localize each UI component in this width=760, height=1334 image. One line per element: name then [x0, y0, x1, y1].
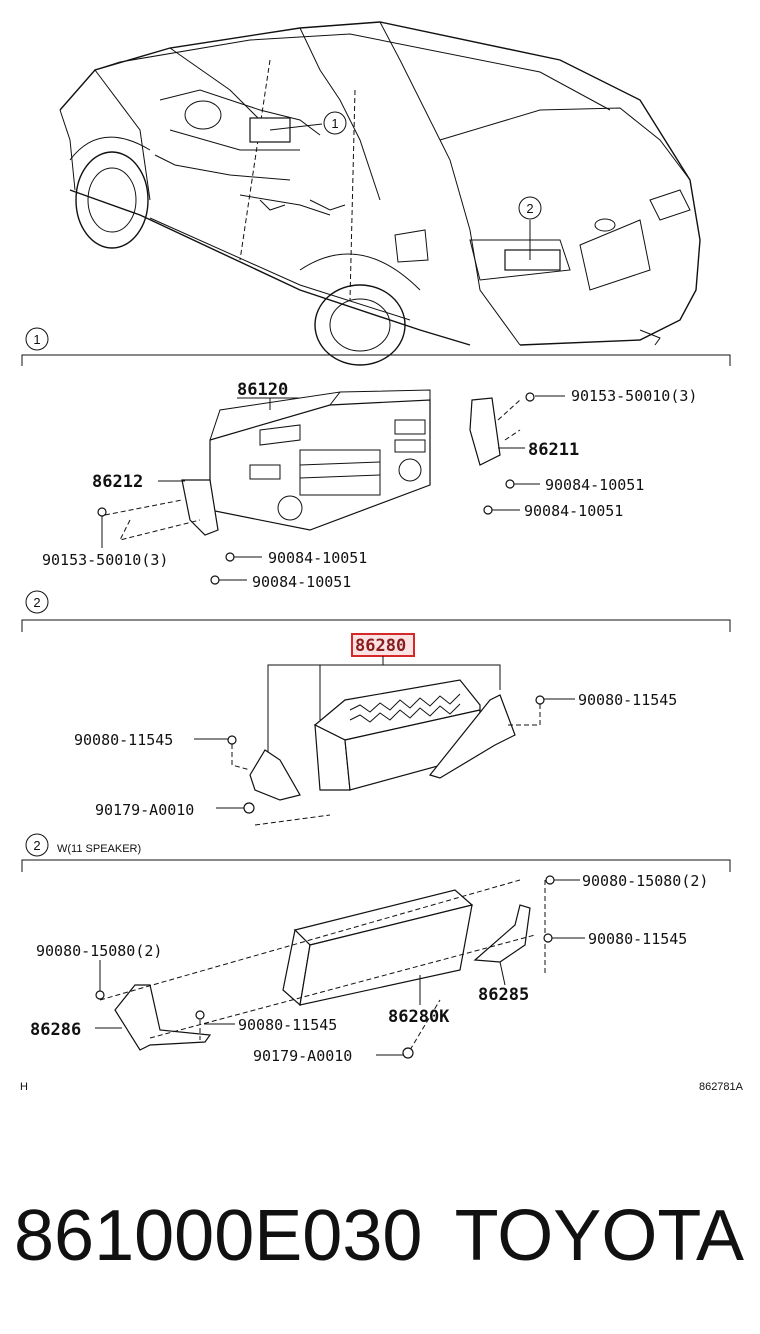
label-90080-11545-r: 90080-11545	[588, 930, 687, 948]
speaker-note: W(11 SPEAKER)	[57, 843, 141, 855]
diagram-code: 862781A	[699, 1081, 744, 1093]
label-90153-l: 90153-50010(3)	[42, 551, 168, 569]
amplifier-86280k	[282, 889, 474, 1007]
section-2: 2 86280 90080-11545 90080-11545	[21, 590, 731, 826]
label-86286: 86286	[30, 1020, 81, 1040]
label-86285: 86285	[478, 985, 529, 1005]
label-86280: 86280	[355, 636, 406, 656]
part-number: 861000E030	[14, 1196, 423, 1276]
label-90179-b: 90179-A0010	[253, 1047, 352, 1065]
label-90084-b1: 90084-10051	[268, 549, 367, 567]
section-3-marker	[25, 833, 49, 857]
label-86280k: 86280K	[388, 1007, 450, 1027]
amp-bracket-right	[428, 694, 516, 779]
svg-text:1: 1	[331, 116, 338, 131]
label-90153-tr: 90153-50010(3)	[571, 387, 697, 405]
brand-name: TOYOTA	[454, 1196, 744, 1276]
svg-text:2: 2	[33, 838, 40, 853]
section-1-marker	[25, 327, 49, 351]
svg-text:2: 2	[33, 595, 40, 610]
amp-bracket-left	[249, 749, 301, 801]
bracket-86285	[473, 904, 531, 963]
footer: 861000E030 TOYOTA	[0, 1185, 760, 1285]
label-90084-b2: 90084-10051	[252, 573, 351, 591]
label-90084-r1: 90084-10051	[545, 476, 644, 494]
parts-diagram: 1 2 1	[20, 21, 744, 1093]
label-90080-11545-bl: 90080-11545	[238, 1016, 337, 1034]
label-90080-15080-tr: 90080-15080(2)	[582, 872, 708, 890]
label-86120: 86120	[237, 380, 288, 400]
svg-text:1: 1	[33, 332, 40, 347]
section-2-marker	[25, 590, 49, 614]
svg-text:2: 2	[526, 201, 533, 216]
label-90080-15080-l: 90080-15080(2)	[36, 942, 162, 960]
label-90080-right: 90080-11545	[578, 691, 677, 709]
callout-1: 1	[269, 111, 347, 135]
label-86211: 86211	[528, 440, 579, 460]
bracket-right-86211	[469, 397, 501, 466]
amplifier-86280	[313, 679, 481, 791]
head-unit-86120	[209, 389, 431, 531]
vehicle-illustration	[59, 21, 701, 366]
section-1: 1	[21, 327, 731, 591]
corner-left-mark: H	[20, 1081, 28, 1093]
label-90084-r2: 90084-10051	[524, 502, 623, 520]
label-90179: 90179-A0010	[95, 801, 194, 819]
label-86212: 86212	[92, 472, 143, 492]
bracket-86286	[114, 984, 212, 1051]
callout-2: 2	[518, 196, 542, 260]
bracket-left-86212	[181, 479, 219, 536]
section-3: 2 W(11 SPEAKER) 90080-1508	[21, 833, 731, 1065]
label-90080-left: 90080-11545	[74, 731, 173, 749]
